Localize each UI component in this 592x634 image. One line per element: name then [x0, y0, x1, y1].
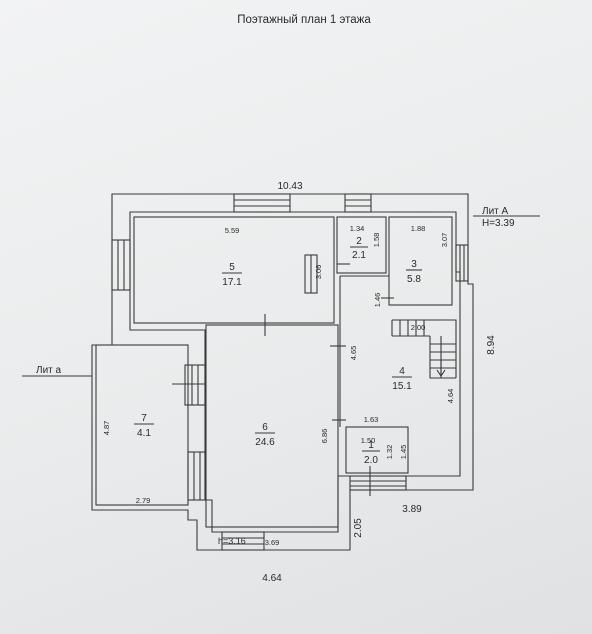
- dim-r6-height: 6.86: [320, 429, 329, 444]
- room-5-outline: [133, 216, 335, 324]
- dim-bottom-offset: 2.05: [353, 518, 364, 538]
- room-3-number: 3: [411, 259, 417, 270]
- room-7-outline: [95, 344, 189, 506]
- dim-r7-width: 2.79: [136, 496, 151, 505]
- dim-r3-height: 3.07: [440, 233, 449, 248]
- dim-r1-side: 1.45: [399, 445, 408, 460]
- room-6-area: 24.6: [255, 437, 275, 448]
- dim-r1-height: 1.32: [385, 445, 394, 460]
- room-2-outline: [336, 216, 387, 274]
- dim-r1-top: 1.63: [364, 415, 379, 424]
- room-5-area: 17.1: [222, 277, 242, 288]
- lit-a-label: Лит А: [482, 206, 509, 217]
- dim-r2-width: 1.34: [350, 224, 365, 233]
- dim-r6-bottom: 3.69: [265, 538, 280, 547]
- room-5-number: 5: [229, 262, 235, 273]
- lit-a-height: H=3.39: [482, 218, 515, 229]
- dim-r5-height: 3.06: [314, 265, 323, 280]
- outer-wall: [91, 193, 474, 551]
- room-1-outline: [345, 426, 409, 474]
- dim-r4-height: 4.65: [349, 346, 358, 361]
- room-3-area: 5.8: [407, 274, 421, 285]
- dim-r2-height: 1.58: [372, 233, 381, 248]
- dim-total-width: 10.43: [277, 181, 302, 192]
- page-title: Поэтажный план 1 этажа: [237, 14, 371, 26]
- height-note: h=3.16: [218, 536, 246, 546]
- room-2-area: 2.1: [352, 250, 366, 261]
- dim-r1-width: 1.50: [361, 436, 376, 445]
- dim-right-bottom: 3.89: [402, 504, 422, 515]
- dim-r3-width: 1.88: [411, 224, 426, 233]
- room-7-area: 4.1: [137, 428, 151, 439]
- dim-r4-right: 4.64: [446, 389, 455, 404]
- room-6-number: 6: [262, 422, 268, 433]
- lit-small-label: Лит а: [36, 365, 62, 376]
- room-3-outline: [388, 216, 453, 306]
- stair-outline: [392, 319, 457, 378]
- dim-right-total: 8.94: [486, 335, 497, 355]
- room-4-area: 15.1: [392, 381, 412, 392]
- dim-r3-lower: 1.46: [373, 293, 382, 308]
- room-4-number: 4: [399, 366, 405, 377]
- dim-r7-height: 4.87: [102, 421, 111, 436]
- room-2-number: 2: [356, 236, 362, 247]
- dim-stair: 2.00: [411, 323, 426, 332]
- room-1-number: 1: [368, 440, 374, 451]
- dim-r5-width: 5.59: [225, 226, 240, 235]
- room-1-area: 2.0: [364, 455, 378, 466]
- dim-bottom-width: 4.64: [262, 573, 282, 584]
- room-6-outline: [205, 324, 339, 528]
- room-7-number: 7: [141, 413, 147, 424]
